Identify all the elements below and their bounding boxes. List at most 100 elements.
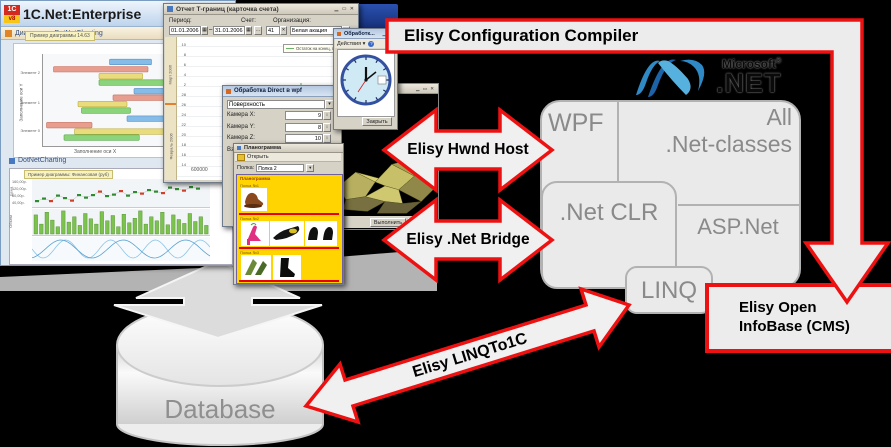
- legend-line-swatch: [286, 48, 294, 49]
- help-button[interactable]: ?: [368, 40, 375, 47]
- close-button[interactable]: Закрыть: [362, 117, 392, 126]
- shelf1-divider: [239, 213, 339, 215]
- fin-tab-label[interactable]: DotNetCharting: [18, 157, 67, 164]
- report-x-tick: 600000: [191, 167, 208, 173]
- param-input[interactable]: 10: [285, 134, 323, 143]
- shoe-image-green-heels: [241, 255, 271, 280]
- param-input[interactable]: 9: [285, 111, 323, 120]
- window-controls-clock[interactable]: ▁ ✕: [382, 30, 394, 36]
- shoe-image-pink-heel: [241, 221, 269, 246]
- window-controls-report[interactable]: ▁ ▭ ✕: [334, 6, 355, 12]
- actions-menu[interactable]: Действия ▾: [337, 40, 366, 47]
- window-controls-3d[interactable]: ▁ ▭ ✕: [416, 85, 435, 91]
- gantt-header-tag: Пример диаграммы 14.63: [25, 31, 95, 41]
- date-from-input[interactable]: 01.01.2006: [169, 26, 201, 35]
- dotnet-swoosh-logo: [636, 59, 705, 97]
- candlestick-chart: [35, 186, 200, 203]
- net-bridge-label: Elisy .Net Bridge: [406, 231, 530, 248]
- clock-menubar: Действия ▾ ?: [335, 39, 395, 48]
- clock-win-icon: [337, 31, 341, 36]
- legend-text: Остаток на конец, по сч: [296, 46, 343, 51]
- param-spinner[interactable]: ↕: [323, 111, 331, 120]
- finance-panel: Пример диаграммы: Финансовая (руб) 160,0…: [7, 168, 233, 265]
- window-title-wpf: Обработка Direct в wpf: [234, 88, 302, 94]
- shoe-image-brown: [241, 188, 267, 211]
- wpf-icon: [226, 88, 231, 94]
- compiler-label: Elisy Configuration Compiler: [404, 26, 639, 45]
- wpf-param-row: Камера Z: 10↕: [223, 134, 341, 144]
- fin-ylabel: 120,00р.: [12, 187, 27, 191]
- field-label-org: Организация:: [273, 18, 311, 24]
- all-classes-label: All.Net-classes: [665, 104, 792, 157]
- month-divider: [165, 103, 176, 105]
- shelf-combo-drop[interactable]: ▾: [306, 163, 315, 172]
- param-label: Камера X:: [227, 112, 256, 118]
- scene-bottom-bar: Выполнить Закрыть: [338, 216, 436, 228]
- date-dash: –: [209, 27, 213, 33]
- asp-divider: [678, 204, 800, 206]
- field-label-period: Период:: [169, 18, 192, 24]
- infobase-line2: InfoBase (CMS): [739, 318, 850, 335]
- param-input[interactable]: 8: [285, 122, 323, 132]
- planogram-toolbar: Открыть: [235, 153, 341, 162]
- open-button[interactable]: Открыть: [247, 154, 269, 160]
- param-spinner[interactable]: ↕: [323, 122, 331, 132]
- gantt-row-label: Элемент 2: [20, 70, 40, 75]
- report-month-band: Март 2006 Февраль 2006: [165, 37, 177, 180]
- fin-volume-area: [32, 209, 210, 236]
- hwnd-host-label: Elisy Hwnd Host: [407, 141, 529, 158]
- shelf2-label: Полка №2: [240, 216, 260, 221]
- window-title-report: Отчет Т-границ (карточка счета): [176, 5, 279, 13]
- 1c-logo-icon: 1C v8: [4, 4, 20, 23]
- window-title-1c: 1C.Net:Enterprise: [23, 5, 142, 22]
- titlebar-wpf[interactable]: Обработка Direct в wpf: [223, 86, 341, 97]
- planogram-panel-title: Планограмма: [240, 176, 271, 181]
- gantt-row-label: Элемент 0: [20, 128, 40, 133]
- infobase-line1: Elisy Open: [739, 299, 817, 316]
- titlebar-report[interactable]: Отчет Т-границ (карточка счета) ▁ ▭ ✕: [164, 4, 358, 15]
- calendar-button[interactable]: ▦: [245, 26, 252, 35]
- date-to-input[interactable]: 31.01.2006: [213, 26, 245, 35]
- database-label: Database: [164, 394, 276, 424]
- fin-rot-label-volume: Объем: [7, 215, 13, 228]
- fin-ylabel: 160,00р.: [12, 180, 27, 184]
- window-title-clock: Обработк...: [344, 30, 375, 37]
- wpf-box-label: WPF: [548, 109, 604, 137]
- titlebar-planogram[interactable]: Планограмма: [234, 144, 343, 153]
- gray-down-arrow: [113, 259, 323, 340]
- fin-header-tag: Пример диаграммы: Финансовая (руб): [24, 170, 113, 179]
- shelf-label: Полка:: [237, 164, 255, 171]
- wpf-param-row: Камера Y:8↕: [223, 122, 341, 133]
- window-planogram: Планограмма Открыть Полка: Полка 2 ▾ Пла…: [233, 143, 344, 285]
- surface-combo[interactable]: Поверхность: [227, 100, 325, 109]
- field-label-account: Счет:: [241, 18, 256, 24]
- tab-icon: [5, 29, 12, 37]
- close-button[interactable]: Закрыть: [408, 217, 434, 227]
- gantt-xlabel: Заполнение оси X: [74, 149, 117, 155]
- shoe-image-black-flat: [270, 221, 304, 246]
- calendar-button[interactable]: ▦: [201, 26, 208, 35]
- shoe-image-black-pumps: [305, 221, 337, 246]
- fin-ylabel: 40,00р.: [12, 201, 25, 205]
- shelf3-divider: [239, 280, 339, 282]
- fin-candle-area: [32, 179, 210, 208]
- account-input[interactable]: 41: [266, 26, 280, 35]
- fin-tab-row[interactable]: DotNetCharting: [9, 157, 66, 164]
- asp-label: ASP.Net: [697, 214, 779, 239]
- shelf-combo[interactable]: Полка 2: [256, 163, 305, 172]
- param-label: Камера Z:: [227, 135, 255, 141]
- window-title-planogram: Планограмма: [244, 145, 282, 151]
- planogram-canvas: Планограмма Полка №1 Полка №2 Полка №3: [236, 174, 343, 284]
- clear-button[interactable]: ✕: [280, 26, 287, 35]
- fin-tab-icon: [9, 157, 15, 164]
- more-button[interactable]: ...: [254, 26, 262, 35]
- shelf1-label: Полка №1: [240, 183, 260, 188]
- run-button[interactable]: Выполнить: [370, 217, 406, 227]
- param-spinner[interactable]: ↕: [323, 134, 331, 143]
- clr-label: .Net CLR: [559, 199, 659, 226]
- volume-chart: [33, 210, 209, 235]
- shelf2-divider: [239, 247, 339, 249]
- titlebar-clock[interactable]: Обработк... ▁ ✕: [334, 29, 397, 39]
- shelf-row: Полка: Полка 2 ▾: [235, 162, 341, 173]
